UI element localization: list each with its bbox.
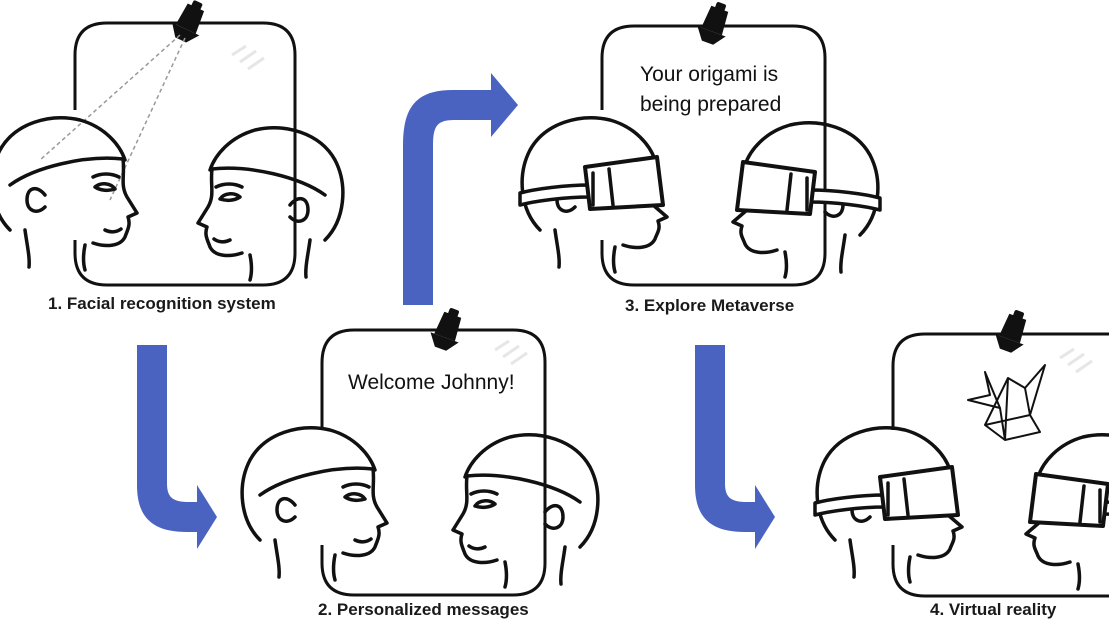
caption-explore-metaverse: 3. Explore Metaverse <box>625 296 795 315</box>
panel-4 <box>813 306 1109 598</box>
camera-icon <box>991 306 1034 356</box>
vr-headset-icon <box>1026 435 1109 589</box>
arrow-icon <box>695 345 775 549</box>
glare-decoration <box>1058 347 1094 374</box>
origami-message-line-2: being prepared <box>640 93 782 116</box>
glare-decoration <box>230 44 266 71</box>
panel-2 <box>240 304 598 597</box>
vr-headset-icon <box>733 123 880 277</box>
person-head-icon <box>198 128 343 280</box>
panel-1 <box>0 0 343 287</box>
person-head-icon <box>453 435 598 587</box>
arrow-icon <box>403 73 518 305</box>
vr-headset-icon <box>813 425 964 584</box>
welcome-message: Welcome Johnny! <box>348 371 515 394</box>
vr-headset-icon <box>518 115 669 274</box>
glare-decoration <box>493 339 529 366</box>
origami-message-line-1: Your origami is <box>640 63 779 86</box>
person-head-icon <box>0 116 139 272</box>
person-head-icon <box>240 426 389 582</box>
origami-crane-icon <box>967 364 1046 441</box>
camera-icon <box>693 0 736 48</box>
panel-3 <box>518 0 880 287</box>
caption-facial-recognition: 1. Facial recognition system <box>48 294 276 313</box>
caption-virtual-reality: 4. Virtual reality <box>930 600 1057 619</box>
caption-personalized-messages: 2. Personalized messages <box>318 600 529 619</box>
arrow-icon <box>137 345 217 549</box>
